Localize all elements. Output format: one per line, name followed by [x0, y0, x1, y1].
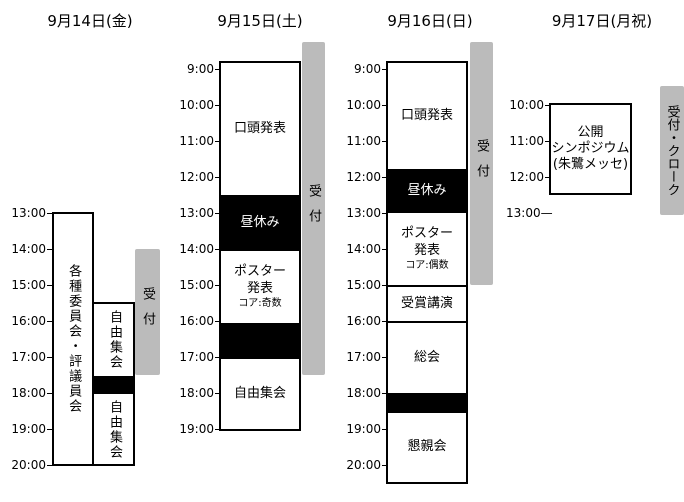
reception-sun: 受付 [470, 42, 493, 285]
time-tick: 17:00 [337, 350, 388, 364]
break-block [221, 323, 299, 359]
reception-cloak-mon: 受付・クローク [660, 86, 684, 215]
time-tick: 17:00 [170, 350, 221, 364]
time-tick: 12:00 [337, 170, 388, 184]
reception-label: 受付 [474, 138, 489, 189]
time-tick: 20:00 [337, 458, 388, 472]
time-tick: 14:00 [170, 242, 221, 256]
time-tick: 20:00 [2, 458, 53, 472]
time-tick: 10:00 [337, 98, 388, 112]
time-tick: 19:00 [337, 422, 388, 436]
reception-fri: 受付 [135, 249, 160, 375]
time-tick: 9:00 [337, 62, 388, 76]
oral-session: 口頭発表 [400, 107, 453, 123]
time-tick: 18:00 [170, 386, 221, 400]
day-header-mon: 9月17日(月祝) [551, 12, 653, 30]
time-tick: 16:00 [2, 314, 53, 328]
lunch-break: 昼休み [221, 195, 299, 251]
lunch-break: 昼休み [388, 169, 466, 213]
award-lecture: 受賞講演 [388, 285, 466, 321]
committee-block: 各種委員会・評議員会 [52, 212, 94, 466]
time-tick: 18:00 [2, 386, 53, 400]
time-tick: 16:00 [337, 314, 388, 328]
fri-free-column: 自由集会 自由集会 [92, 302, 135, 466]
time-tick: 16:00 [170, 314, 221, 328]
poster-session: ポスター発表コア:奇数 [233, 263, 286, 310]
time-tick: 9:00 [170, 62, 221, 76]
time-tick: 15:00 [170, 278, 221, 292]
day-header-sat: 9月15日(土) [217, 12, 303, 30]
time-tick: 11:00 [337, 134, 388, 148]
time-tick: 13:00— [506, 206, 553, 220]
time-tick: 15:00 [337, 278, 388, 292]
time-tick: 12:00 [170, 170, 221, 184]
public-symposium: 公開 シンポジウム (朱鷺メッセ) [549, 103, 632, 195]
symposium-venue: (朱鷺メッセ) [552, 157, 629, 173]
break-block [388, 393, 466, 413]
reception-label: 受付 [140, 287, 155, 337]
time-tick: 11:00 [170, 134, 221, 148]
time-tick: 14:00 [2, 242, 53, 256]
time-tick: 19:00 [170, 422, 221, 436]
day-header-fri: 9月14日(金) [47, 12, 133, 30]
sat-schedule: 口頭発表 昼休み ポスター発表コア:奇数 自由集会 [219, 61, 301, 431]
time-tick: 11:00 [500, 134, 551, 148]
free-meeting-1: 自由集会 [106, 310, 122, 370]
sun-schedule: 口頭発表 昼休み ポスター発表コア:偶数 受賞講演 総会 懇親会 [386, 61, 468, 484]
time-tick: 13:00 [170, 206, 221, 220]
reception-label: 受付 [306, 183, 321, 234]
time-tick: 10:00 [500, 98, 551, 112]
break-block [94, 376, 133, 394]
time-tick: 10:00 [170, 98, 221, 112]
reception-sat: 受付 [302, 42, 325, 375]
time-tick: 14:00 [337, 242, 388, 256]
free-meeting: 自由集会 [233, 385, 286, 401]
time-tick: 12:00 [500, 170, 551, 184]
time-tick: 13:00 [2, 206, 53, 220]
time-tick: 13:00 [337, 206, 388, 220]
general-meeting: 総会 [388, 321, 466, 393]
time-tick: 19:00 [2, 422, 53, 436]
oral-session: 口頭発表 [233, 120, 286, 136]
poster-session: ポスター発表コア:偶数 [400, 225, 453, 272]
time-tick: 18:00 [337, 386, 388, 400]
committee-label: 各種委員会・評議員会 [66, 264, 82, 414]
time-tick: 17:00 [2, 350, 53, 364]
symposium-line1: 公開 [577, 124, 604, 140]
time-tick: 15:00 [2, 278, 53, 292]
free-meeting-2: 自由集会 [106, 400, 122, 460]
banquet: 懇親会 [407, 439, 447, 455]
day-header-sun: 9月16日(日) [387, 12, 473, 30]
reception-label: 受付・クローク [664, 105, 680, 196]
symposium-line2: シンポジウム [551, 140, 630, 156]
